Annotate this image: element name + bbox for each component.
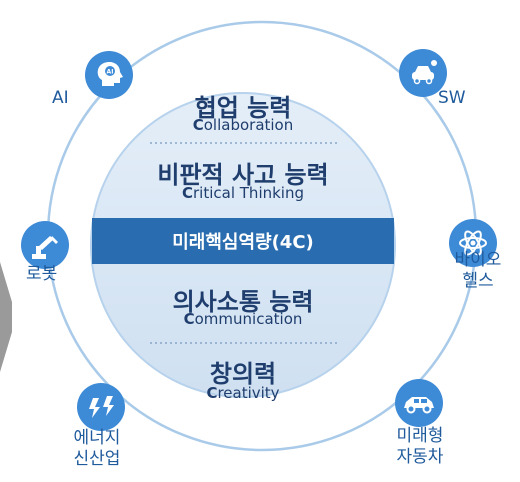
competency-title: 비판적 사고 능력 bbox=[157, 161, 329, 189]
domain-label: 바이오 헬스 bbox=[454, 250, 502, 291]
domain-label: 에너지 신산업 bbox=[73, 428, 121, 469]
competency-title: 협업 능력 bbox=[194, 94, 292, 122]
domain-label: AI bbox=[52, 88, 69, 108]
competency-subtitle: Creativity bbox=[206, 384, 280, 402]
core-band bbox=[92, 218, 394, 264]
competency-title: 창의력 bbox=[209, 360, 277, 388]
competency-subtitle: Collaboration bbox=[192, 116, 294, 134]
edge-arrow-shape bbox=[0, 262, 12, 372]
domain-label: 로봇 bbox=[26, 264, 58, 284]
domain-label: 미래형 자동차 bbox=[396, 426, 444, 467]
core-competency-label: 미래핵심역량(4C) bbox=[172, 232, 314, 253]
robot-arm-icon bbox=[21, 221, 69, 269]
competency-title: 의사소통 능력 bbox=[172, 288, 314, 316]
vehicle-network-icon bbox=[399, 49, 447, 97]
atom-icon bbox=[449, 219, 497, 267]
domain-label: SW bbox=[438, 88, 466, 108]
car-icon bbox=[395, 379, 443, 427]
lightning-icon bbox=[77, 383, 125, 431]
ai-head-icon: AI bbox=[85, 51, 133, 99]
competency-subtitle: Critical Thinking bbox=[182, 184, 304, 202]
svg-text:AI: AI bbox=[107, 69, 114, 76]
competency-subtitle: Communication bbox=[183, 310, 303, 328]
